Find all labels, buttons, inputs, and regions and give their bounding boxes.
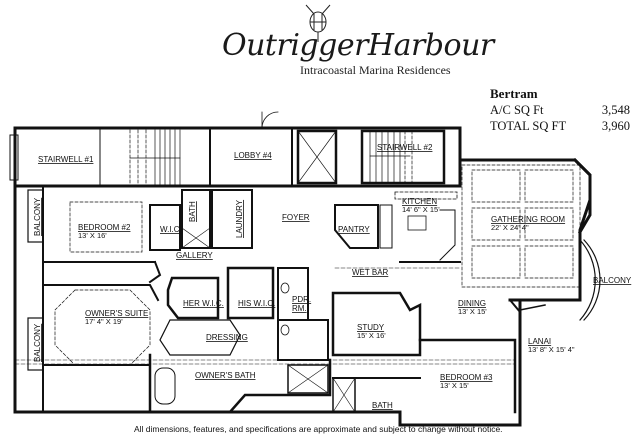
label-gallery: GALLERY bbox=[176, 251, 213, 260]
dim-dining: 13' X 15' bbox=[458, 307, 487, 316]
dim-bedroom-3: 13' X 15' bbox=[440, 381, 469, 390]
ac-sqft-value: 3,548 bbox=[601, 103, 630, 117]
total-sqft-row: TOTAL SQ FT 3,960 bbox=[490, 118, 630, 134]
label-dining: DINING bbox=[458, 299, 486, 308]
label-foyer: FOYER bbox=[282, 213, 310, 222]
total-sqft-label: TOTAL SQ FT bbox=[490, 119, 567, 133]
label-laundry: LAUNDRY bbox=[235, 199, 244, 238]
label-wic: W.I.C. bbox=[160, 225, 182, 234]
label-owners-suite: OWNER'S SUITE bbox=[85, 309, 148, 318]
label-bath-3: BATH bbox=[372, 401, 393, 410]
label-balcony-left-bottom: BALCONY bbox=[33, 323, 42, 362]
ac-sqft-row: A/C SQ Ft 3,548 bbox=[490, 102, 630, 118]
dim-kitchen: 14' 6" X 15' bbox=[402, 205, 440, 214]
brand-title: OutriggerHarbour bbox=[222, 28, 494, 63]
label-her-wic: HER W.I.C. bbox=[183, 299, 224, 308]
disclaimer: All dimensions, features, and specificat… bbox=[134, 424, 503, 434]
total-sqft-value: 3,960 bbox=[601, 119, 630, 133]
dim-bedroom-2: 13' X 16' bbox=[78, 231, 107, 240]
label-balcony-right: BALCONY bbox=[593, 276, 632, 285]
unit-info: Bertram A/C SQ Ft 3,548 TOTAL SQ FT 3,96… bbox=[490, 86, 630, 134]
dim-gathering-room: 22' X 24' 4" bbox=[491, 223, 529, 232]
label-lobby: LOBBY #4 bbox=[234, 151, 272, 160]
label-wet-bar: WET BAR bbox=[352, 268, 389, 277]
label-gathering-room: GATHERING ROOM bbox=[491, 215, 565, 224]
label-study: STUDY bbox=[357, 323, 385, 332]
outrigger-emblem-icon bbox=[305, 4, 331, 42]
dim-lanai: 13' 8" X 15' 4" bbox=[528, 345, 575, 354]
label-pdr: PDR. bbox=[292, 295, 311, 304]
label-bedroom-3: BEDROOM #3 bbox=[440, 373, 493, 382]
label-bath-small: BATH bbox=[188, 201, 197, 222]
label-pdr-rm: RM. bbox=[292, 304, 307, 313]
model-name: Bertram bbox=[490, 86, 538, 101]
brand-subtitle: Intracoastal Marina Residences bbox=[300, 63, 451, 77]
brand-header: OutriggerHarbour Intracoastal Marina Res… bbox=[0, 0, 640, 80]
label-owners-bath: OWNER'S BATH bbox=[195, 371, 256, 380]
dim-owners-suite: 17' 4" X 19' bbox=[85, 317, 123, 326]
label-his-wic: HIS W.I.C. bbox=[238, 299, 275, 308]
label-kitchen: KITCHEN bbox=[402, 197, 437, 206]
label-pantry: PANTRY bbox=[338, 225, 370, 234]
label-dressing: DRESSING bbox=[206, 333, 248, 342]
label-stairwell-2: STAIRWELL #2 bbox=[377, 143, 433, 152]
label-stairwell-1: STAIRWELL #1 bbox=[38, 155, 94, 164]
label-lanai: LANAI bbox=[528, 337, 551, 346]
label-bedroom-2: BEDROOM #2 bbox=[78, 223, 131, 232]
ac-sqft-label: A/C SQ Ft bbox=[490, 103, 544, 117]
label-balcony-left-top: BALCONY bbox=[33, 197, 42, 236]
dim-study: 15' X 16' bbox=[357, 331, 386, 340]
